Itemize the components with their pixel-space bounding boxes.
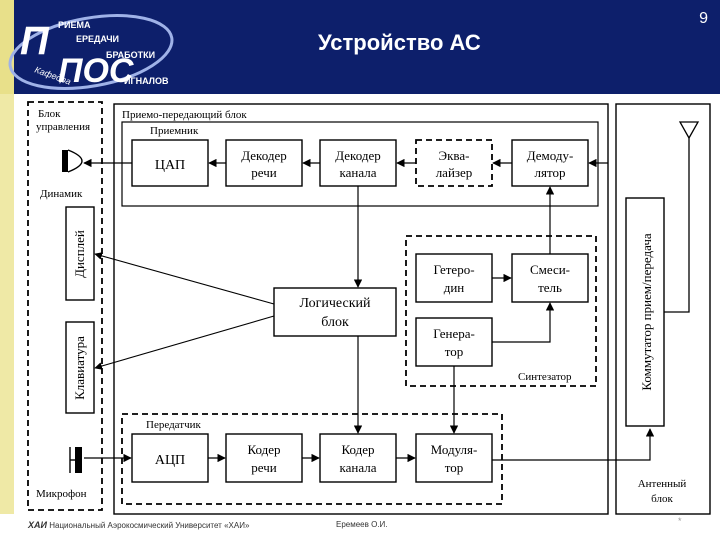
arrow-logic-to-keyboard [94,315,275,370]
receiver-title: Приемник [150,125,199,137]
switch-label: Коммутатор прием/передача [639,233,654,391]
speech-coder-label-1: Кодер [247,442,280,457]
modulator-box [415,433,493,483]
keyboard-label: Клавиатура [72,336,87,400]
display-label: Дисплей [72,230,87,278]
logo-word-signalov: ИГНАЛОВ [124,76,169,86]
speaker-label: Динамик [40,188,83,200]
logo-word-obrabotki: БРАБОТКИ [106,50,155,60]
transmitter-frame [121,413,503,505]
antenna-block-frame [615,103,711,515]
logic-block-label-2: блок [321,315,349,330]
speech-coder-label-2: речи [251,460,276,475]
generator-label-1: Генера- [433,326,475,341]
switch-box [625,197,665,427]
footer-author: Еремеев О.И. [336,520,388,529]
channel-decoder-label-1: Декодер [335,148,380,163]
antenna-block-title-1: Антенный [638,478,687,490]
modulator-label-2: тор [445,460,464,475]
transmitter-title: Передатчик [146,419,201,431]
heterodyne-box [415,253,493,303]
generator-label-2: тор [445,344,464,359]
logic-block-box [273,287,397,337]
keyboard-box [65,321,95,414]
page-number: 9 [699,10,708,27]
footer-mark: * [678,516,682,526]
arrow-generator-to-mixer [492,302,555,343]
demodulator-label-2: лятор [535,165,566,180]
control-block-title-2: управления [36,121,90,133]
mixer-label-1: Смеси- [530,262,570,277]
control-block-title-1: Блок [38,108,61,120]
speech-decoder-label-1: Декодер [241,148,286,163]
antenna-icon [664,121,700,313]
arrow-modulator-to-switch [492,428,655,461]
synthesizer-title: Синтезатор [518,371,572,383]
transceiver-title: Приемо-передающий блок [122,109,247,121]
control-block-frame [27,101,103,511]
channel-coder-box [319,433,397,483]
synthesizer-frame [405,235,597,387]
adc-box [131,433,209,483]
heterodyne-label-2: дин [444,280,465,295]
university-logo-mark: ХАИ [28,520,47,530]
slide-title: Устройство АС [318,30,481,55]
speech-coder-box [225,433,303,483]
logo-word-priema: РИЕМА [58,20,91,30]
heterodyne-label-1: Гетеро- [433,262,474,277]
receiver-frame [121,121,599,207]
channel-coder-label-2: канала [340,460,377,475]
equalizer-label-2: лайзер [436,165,473,180]
generator-box [415,317,493,367]
transceiver-frame [113,103,609,515]
display-box [65,206,95,301]
arrow-logic-to-display [94,252,275,305]
department-logo: П РИЕМА ЕРЕДАЧИ ПОС БРАБОТКИ ИГНАЛОВ Каф… [8,14,174,90]
dac-box [131,139,209,187]
channel-coder-label-1: Кодер [341,442,374,457]
left-accent-stripe [0,94,14,514]
dac-label: ЦАП [155,158,185,173]
logo-big-p: П [20,19,50,63]
mixer-label-2: тель [538,280,562,295]
footer-university-text: Национальный Аэрокосмический Университет… [49,521,250,530]
speech-decoder-label-2: речи [251,165,276,180]
footer-university: ХАИ Национальный Аэрокосмический Универс… [28,520,249,530]
demodulator-label-1: Демоду- [527,148,574,163]
antenna-block-title-2: блок [651,493,673,505]
modulator-label-1: Модуля- [431,442,478,457]
logo-big-pos: ПОС [58,52,134,90]
demodulator-box [511,139,589,187]
microphone-icon [69,447,82,473]
logic-block-label-1: Логический [300,296,371,311]
channel-decoder-label-2: канала [340,165,377,180]
speaker-icon [62,149,83,173]
microphone-label: Микрофон [36,488,87,500]
adc-label: АЦП [155,453,185,468]
device-block-diagram: Блок управления Динамик Дисплей Клавиату… [27,101,711,515]
mixer-box [511,253,589,303]
logo-word-peredachi: ЕРЕДАЧИ [76,34,119,44]
equalizer-label-1: Эква- [439,148,470,163]
